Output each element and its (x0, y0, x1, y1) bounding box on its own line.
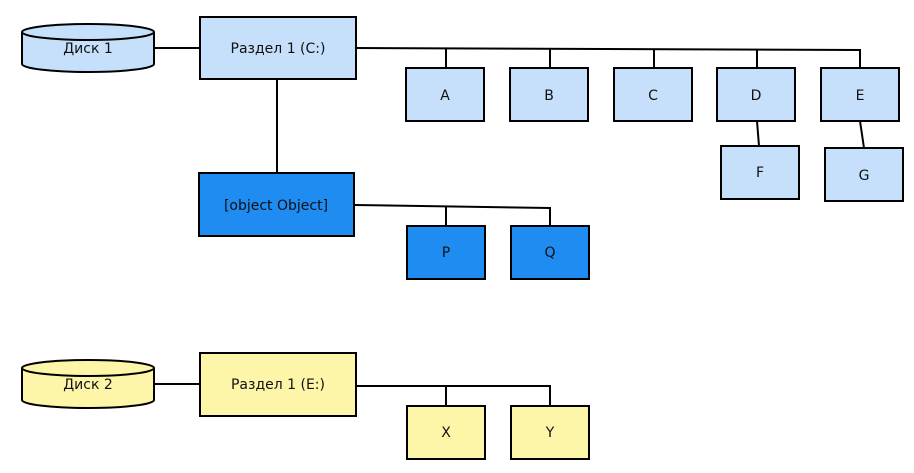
partition-e: Раздел 1 (E:) (199, 352, 357, 417)
disk-2: Диск 2 (21, 359, 155, 409)
disk-2-cylinder-top (21, 359, 155, 377)
folder-d: D (716, 67, 796, 122)
folder-e-label: E (856, 88, 865, 104)
folder-p: P (406, 225, 486, 280)
partition-c-box (199, 16, 357, 80)
folder-p-box (406, 225, 486, 280)
folder-q-label: Q (544, 245, 555, 261)
folder-e-box (820, 67, 900, 122)
folder-b-label: B (544, 88, 554, 104)
partition-d-label: [object Object] (224, 198, 328, 214)
folder-p-label: P (442, 245, 450, 261)
folder-f-label: F (756, 165, 764, 181)
folder-a-label: A (440, 88, 450, 104)
disk-1: Диск 1 (21, 23, 155, 73)
folder-y-box (510, 405, 590, 460)
partition-e-label: Раздел 1 (E:) (231, 377, 325, 393)
partition-d: [object Object] (198, 172, 355, 237)
folder-g: G (824, 147, 904, 202)
partition-e-box (199, 352, 357, 417)
folder-q-box (510, 225, 590, 280)
folder-x-label: X (441, 425, 451, 441)
folder-d-box (716, 67, 796, 122)
folder-c: C (613, 67, 693, 122)
folder-q: Q (510, 225, 590, 280)
partition-d-box (198, 172, 355, 237)
disk-2-cylinder (21, 368, 155, 409)
folder-f-box (720, 145, 800, 200)
folder-b-box (509, 67, 589, 122)
folder-a-box (405, 67, 485, 122)
folder-y-label: Y (545, 425, 555, 441)
partition-c: Раздел 1 (C:) (199, 16, 357, 80)
folder-f: F (720, 145, 800, 200)
disk-1-cylinder (21, 32, 155, 73)
folder-b: B (509, 67, 589, 122)
folder-c-label: C (648, 88, 658, 104)
folder-y: Y (510, 405, 590, 460)
connector-partition-c-bus (355, 47, 861, 68)
folder-a: A (405, 67, 485, 122)
disk-1-cylinder-top (21, 23, 155, 41)
partition-c-label: Раздел 1 (C:) (231, 41, 326, 57)
folder-d-label: D (751, 88, 762, 104)
folder-c-box (613, 67, 693, 122)
connector-partition-d-bus (353, 204, 551, 226)
folder-x: X (406, 405, 486, 460)
folder-g-label: G (859, 168, 870, 184)
folder-e: E (820, 67, 900, 122)
disk-2-label: Диск 2 (63, 377, 113, 393)
connector-partition-e-bus (356, 385, 551, 406)
disk-1-label: Диск 1 (63, 41, 113, 57)
connector-folder-g (859, 120, 865, 149)
connectors (155, 47, 865, 406)
folder-g-box (824, 147, 904, 202)
connector-folder-f (756, 120, 760, 147)
folder-x-box (406, 405, 486, 460)
